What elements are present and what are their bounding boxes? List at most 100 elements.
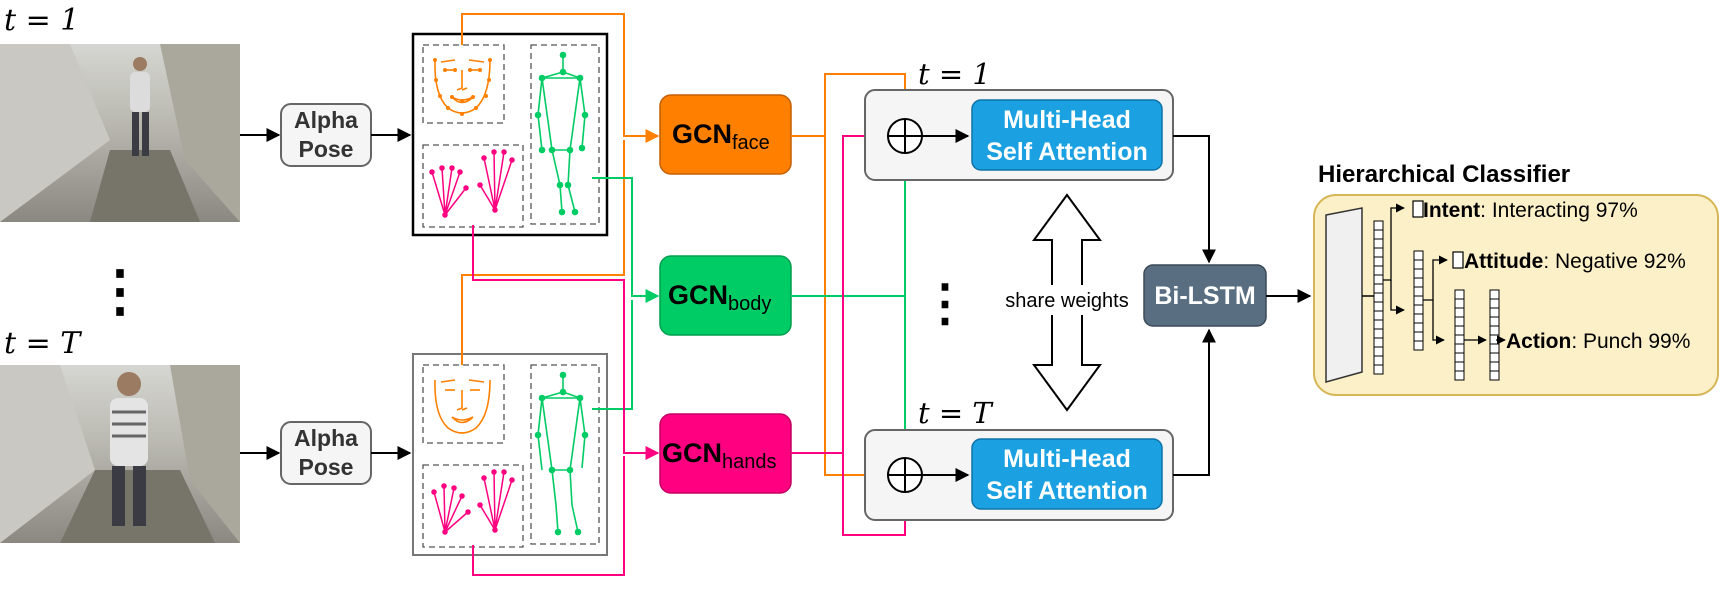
alphapose-label: Alpha [294,107,358,133]
neuron [1454,289,1465,300]
neuron [1413,322,1424,333]
neuron [1489,370,1500,381]
neuron [1413,340,1424,351]
keypoint-panel-t1 [411,32,609,237]
hidden-layer-column [1373,220,1384,375]
face-connector [461,140,625,365]
neuron [1489,361,1500,372]
gcn-label: GCN [672,119,732,149]
intent-output-node [1412,200,1424,218]
face-attn-connector [824,136,882,482]
bilstm-box: Bi-LSTM [1143,264,1267,327]
neuron [1373,274,1384,285]
attitude-output-node [1452,251,1464,269]
mhsa-label: Self Attention [986,477,1148,505]
neuron [1413,277,1424,288]
neuron [1373,229,1384,240]
neuron [1373,238,1384,249]
neuron [1373,337,1384,348]
neuron [1454,361,1465,372]
neuron [1373,283,1384,294]
svg-text:GCNface: GCNface [672,119,770,154]
attention-block-tT: Multi-Head Self Attention [864,429,1174,521]
body-skeleton [534,371,589,536]
svg-text:GCNhands: GCNhands [662,438,777,473]
hand-keypoints [431,469,515,535]
body-skeleton [534,51,589,216]
neuron [1413,250,1424,261]
hidden-layer-column [1413,250,1424,351]
neuron [1373,346,1384,357]
neuron [1413,331,1424,342]
keypoint-panel-tT [412,353,608,556]
bilstm-label: Bi-LSTM [1154,282,1255,310]
gcn-label: GCN [668,280,728,310]
neuron [1413,304,1424,315]
body-connector [592,177,660,303]
attention-ellipsis: ⋮ [920,275,970,331]
face-attn-connector [791,73,912,137]
classifier-panel [1313,194,1719,396]
neuron [1373,265,1384,276]
neuron [1413,259,1424,270]
face-region [422,364,505,444]
neuron [1489,325,1500,336]
mhsa-box [971,438,1163,510]
neuron [1489,316,1500,327]
alphapose-label: Alpha [294,425,358,451]
neuron [1489,289,1500,300]
frame-time-label: t = 1 [4,3,79,38]
alphapose-label: Pose [299,454,354,480]
neuron [1454,298,1465,309]
face-connector [461,13,660,143]
face-keypoint-dots [433,58,492,116]
neuron [1373,301,1384,312]
neuron [1373,364,1384,375]
attention-time-label: t = 1 [918,57,991,91]
attitude-output: Attitude: Negative 92% [1464,250,1686,273]
mhsa-label: Multi-Head [1003,445,1131,473]
neuron [1373,310,1384,321]
hidden-layer-column [1454,289,1465,381]
frame-time-label: t = T [4,326,82,361]
gcn-hands-box: GCNhands [659,413,792,494]
attention-block-t1: Multi-Head Self Attention [864,89,1174,181]
neuron [1489,307,1500,318]
person-figure [110,398,148,466]
gcn-face-subscript: face [732,132,770,154]
arrow [1173,328,1216,476]
gcn-label: GCN [662,438,722,468]
neuron [1454,334,1465,345]
neuron [1489,352,1500,363]
gcn-hands-subscript: hands [722,451,777,473]
hands-connector [472,225,660,460]
video-frame-tT [0,365,240,543]
classifier-title: Hierarchical Classifier [1318,161,1570,188]
share-weights-label: share weights [1005,290,1128,312]
alphapose-label: Pose [299,136,354,162]
body-connector [592,300,633,410]
neuron [1413,313,1424,324]
neuron [1413,286,1424,297]
face-region [422,44,505,124]
neuron [1454,352,1465,363]
gcn-body-subscript: body [728,293,771,315]
neuron [1454,325,1465,336]
alphapose-box-t1: Alpha Pose [280,103,372,167]
mhsa-label: Self Attention [986,138,1148,166]
action-output: Action: Punch 99% [1506,330,1690,353]
hidden-layer-column [1489,289,1500,381]
neuron [1413,268,1424,279]
neuron [1373,292,1384,303]
face-keypoints [434,379,491,434]
share-weights-label-bg [1000,285,1135,315]
neuron [1454,316,1465,327]
feature-layer [1325,207,1363,383]
neuron [1373,220,1384,231]
person-figure [130,72,150,112]
mhsa-label: Multi-Head [1003,106,1131,134]
neuron [1489,298,1500,309]
neuron [1454,343,1465,354]
intent-output: Intent: Interacting 97% [1423,199,1638,222]
